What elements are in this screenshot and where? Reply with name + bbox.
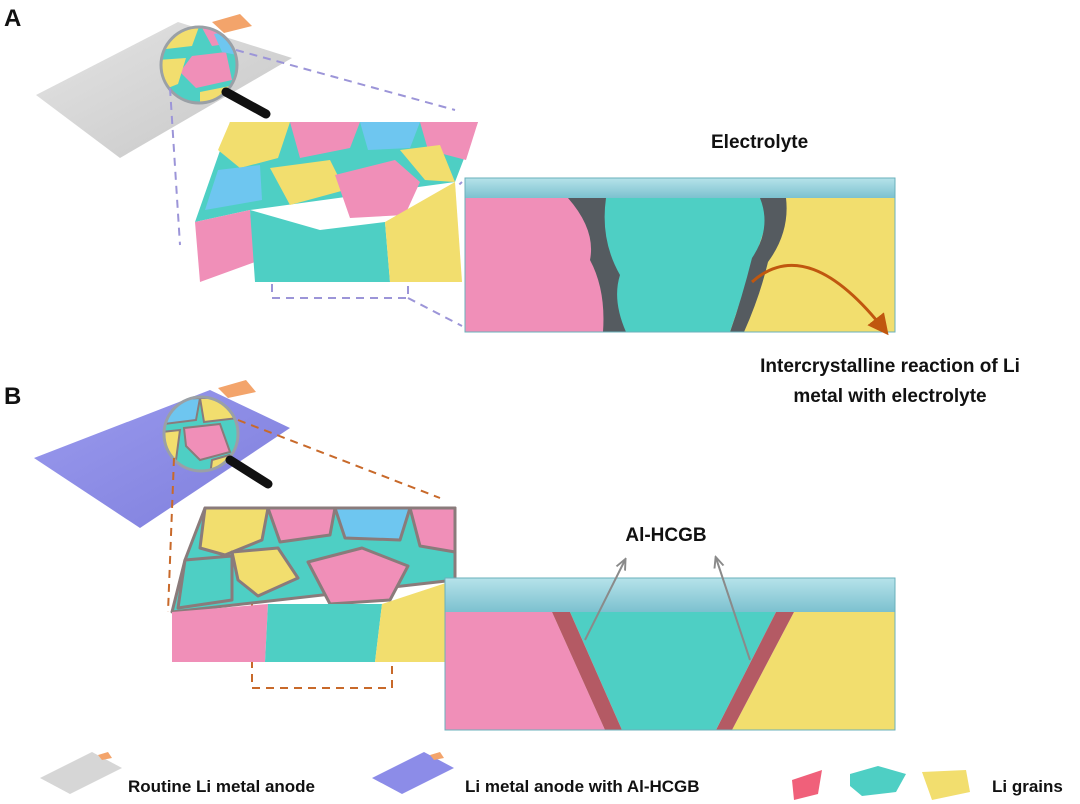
panel-a-letter: A	[4, 5, 21, 32]
panel-b-letter: B	[4, 383, 21, 410]
grain-swatch-teal	[850, 766, 906, 796]
cross-section-a	[464, 177, 896, 333]
electrolyte-layer-b	[445, 578, 895, 612]
magnifier-b	[162, 395, 273, 489]
cross-section-b	[444, 577, 896, 731]
legend-grains-label: Li grains	[992, 777, 1063, 796]
legend-li-grains: Li grains	[792, 766, 1063, 800]
hcgb-anode-swatch	[372, 752, 454, 794]
hcgb-arrow-left	[584, 560, 625, 641]
legend-routine-anode: Routine Li metal anode	[40, 752, 315, 796]
grain-block-a	[195, 122, 478, 282]
grain-block-b	[170, 506, 457, 662]
teal-grain-b	[570, 612, 776, 730]
grain-swatch-pink	[792, 770, 822, 800]
legend: Routine Li metal anode Li metal anode wi…	[40, 752, 1063, 800]
legend-routine-anode-label: Routine Li metal anode	[128, 777, 315, 796]
corrosion-boundary-right	[730, 198, 787, 332]
yellow-grain-b	[732, 612, 895, 730]
reaction-arrow	[751, 263, 889, 336]
hcgb-arrow-right	[716, 558, 751, 661]
corrosion-boundary-left	[568, 198, 626, 332]
legend-hcgb-anode: Li metal anode with Al-HCGB	[372, 752, 700, 796]
grain-swatch-yellow	[922, 770, 970, 800]
reaction-label-line1: Intercrystalline reaction of Li	[760, 356, 1020, 377]
pink-grain-a	[465, 198, 612, 332]
teal-grain-a	[588, 198, 775, 332]
routine-anode-swatch	[40, 752, 122, 794]
anode-tab-b	[218, 380, 256, 398]
panel-b: B	[4, 380, 896, 731]
legend-hcgb-anode-label: Li metal anode with Al-HCGB	[465, 777, 700, 796]
al-hcgb-label: Al-HCGB	[625, 525, 706, 546]
reaction-label-line2: metal with electrolyte	[793, 386, 986, 407]
anode-tab	[212, 14, 252, 33]
hcgb-boundary-left	[552, 612, 622, 730]
panel-a: A	[4, 5, 1020, 407]
pink-grain-b	[445, 612, 605, 730]
electrolyte-layer-a	[465, 178, 895, 198]
hcgb-boundary-right	[716, 612, 794, 730]
hcgb-anode-sheet	[34, 380, 290, 528]
electrolyte-label: Electrolyte	[711, 132, 808, 153]
